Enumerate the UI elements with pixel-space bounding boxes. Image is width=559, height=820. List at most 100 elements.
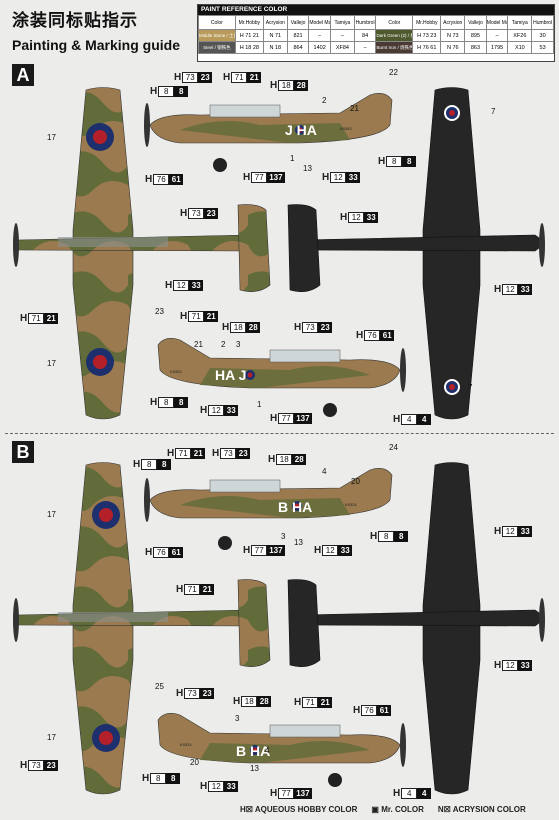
callout-number: 2 (221, 340, 226, 349)
callout-number: 25 (155, 682, 164, 691)
callout-number: 17 (47, 733, 56, 742)
cell-tamiya: XF84 (330, 41, 355, 54)
callout-number: 1 (257, 400, 262, 409)
roundel-icon (86, 348, 114, 376)
serial-number: K5353 (340, 126, 352, 131)
cell-humbrol: 53 (531, 41, 554, 54)
callout-number: 21 (194, 340, 203, 349)
cell-vallejo: 821 (286, 29, 310, 42)
cell-acrysion: N 73 (440, 29, 466, 42)
code-letter: J HA (285, 122, 317, 138)
cell-acrysion: N 71 (262, 29, 288, 42)
col-humbrol: Humbrol (531, 15, 554, 30)
cell-humbrol: 84 (353, 29, 377, 42)
callout-number: 22 (389, 68, 398, 77)
callout-number: 23 (155, 307, 164, 316)
serial-number: K5353 (170, 369, 182, 374)
col-humbrol: Humbrol (353, 15, 377, 30)
callout-number: 13 (250, 764, 259, 773)
top-view-a (13, 87, 271, 420)
callout-number: 4 (265, 746, 270, 755)
col-color: Color (375, 15, 414, 30)
roundel-icon (86, 123, 114, 151)
reference-heading: PAINT REFERENCE COLOR (198, 5, 554, 15)
code-letter: B HA (236, 743, 270, 759)
page-title-cn: 涂装同标贴指示 (12, 11, 138, 31)
callout-number: 24 (389, 443, 398, 452)
col-tamiya: Tamiya (330, 15, 355, 30)
callout-number: 21 (350, 104, 359, 113)
cell-vallejo: 895 (464, 29, 487, 42)
col-mrhobby: Mr.Hobby (412, 15, 442, 30)
cell-model-master: 1795 (485, 41, 509, 54)
reference-header-row: Color Mr.Hobby Acrysion Vallejo Model Ma… (198, 15, 554, 30)
cell-mrhobby: H 76 61 (412, 41, 442, 54)
cell-mrhobby: H 73 23 (412, 29, 442, 42)
roundel-icon (444, 105, 460, 121)
cell-vallejo: 864 (286, 41, 310, 54)
cell-humbrol: 30 (531, 29, 554, 42)
callout-number: 4 (322, 467, 327, 476)
side-view-b2: B HA K9324 (157, 713, 406, 787)
callout-number: 7 (491, 107, 496, 116)
serial-number: K9324 (345, 502, 357, 507)
reference-row: Steel / 钢铁色 H 18 28 N 18 864 1402 XF84 –… (198, 41, 554, 54)
legend-acrysion: N☒ ACRYSION COLOR (437, 805, 526, 814)
color-legend: H☒ AQUEOUS HOBBY COLOR ▣ Mr. COLOR N☒ AC… (240, 805, 526, 814)
color-swatch: Burnt Iron / 烧铁色 (375, 41, 414, 54)
serial-number: K9324 (180, 742, 192, 747)
legend-mr: ▣ Mr. COLOR (371, 805, 424, 814)
callout-number: 3 (236, 340, 241, 349)
col-mrhobby: Mr.Hobby (234, 15, 264, 30)
roundel-icon (92, 724, 120, 752)
reference-row: Middle Stone / 土黄色 H 71 21 N 71 821 – – … (198, 29, 554, 42)
cell-mrhobby: H 71 21 (234, 29, 264, 42)
callout-number: 3 (281, 532, 286, 541)
top-view-b (13, 462, 271, 795)
roundel-icon (444, 379, 460, 395)
roundel-icon (92, 501, 120, 529)
col-model-master: Model Master (308, 15, 331, 30)
side-view-a2: HA J K5353 (157, 338, 406, 417)
color-swatch: Dark Green (2) / 墨绿色(2) (375, 29, 414, 42)
callout-number: 7 (468, 383, 473, 392)
side-view-a1: J HA K5353 (144, 93, 393, 172)
cell-acrysion: N 76 (440, 41, 466, 54)
section-label-a: A (12, 64, 34, 86)
color-swatch: Steel / 钢铁色 (198, 41, 236, 54)
cell-model-master: – (485, 29, 509, 42)
col-color: Color (198, 15, 236, 30)
cell-vallejo: 863 (464, 41, 487, 54)
underside-view-a (287, 87, 545, 420)
